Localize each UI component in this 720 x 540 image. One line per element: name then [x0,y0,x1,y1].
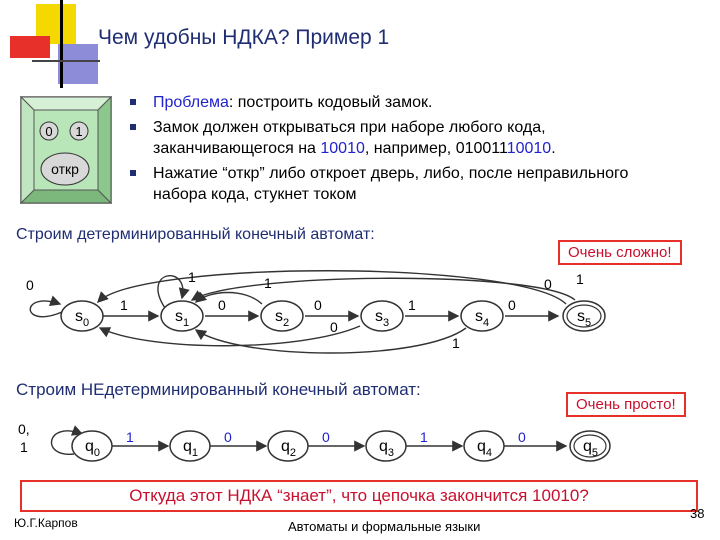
svg-text:1: 1 [452,335,460,351]
dfa-state-0: s0 [60,300,104,332]
svg-text:0: 0 [518,429,526,445]
dfa-state-2: s2 [260,300,304,332]
footer-author: Ю.Г.Карпов [14,516,78,530]
problem-label: Проблема [153,94,229,111]
dfa-diagram: 0 1 1 0 0 1 0 1 0 1 0 1 s0 s1 s2 s3 s4 s5 [26,269,606,354]
bullet-problem: Проблема: построить кодовый замок. [153,92,432,113]
dfa-note: Очень сложно! [558,240,682,265]
page-number: 38 [690,506,705,521]
nfa-heading: Строим НЕдетерминированный конечный авто… [16,380,421,399]
bullet-marker [130,99,136,105]
code-highlight-example: 10010 [506,140,552,157]
nfa-diagram: 0, 1 1 0 0 1 0 q0 q1 q2 q3 q4 q5 [18,421,611,462]
dfa-loop-s1 [157,275,190,309]
nfa-state-3: q3 [365,430,407,462]
svg-text:0: 0 [224,429,232,445]
dfa-state-4: s4 [460,300,504,332]
dfa-state-3: s3 [360,300,404,332]
nfa-state-5: q5 [569,430,611,462]
dfa-edge-50 [97,270,567,305]
footer-course: Автоматы и формальные языки [288,519,481,534]
problem-text: : построить кодовый замок. [228,94,433,111]
svg-text:1: 1 [576,271,584,287]
deco-blocks [0,0,100,90]
dfa-edge-30 [98,325,361,347]
svg-text:1: 1 [20,439,28,455]
dfa-edge-41 [194,327,467,354]
nfa-loop-q0 [50,425,84,455]
condition-line-1: Замок должен открываться при наборе любо… [153,119,546,136]
svg-text:0: 0 [218,297,226,313]
nfa-state-1: q1 [169,430,211,462]
nfa-state-2: q2 [267,430,309,462]
svg-text:1: 1 [408,297,416,313]
svg-text:1: 1 [120,297,128,313]
slide-title: Чем удобны НДКА? Пример 1 [98,26,390,49]
svg-text:1: 1 [188,269,196,285]
dfa-heading: Строим детерминированный конечный автома… [16,226,375,243]
condition-line-2: заканчивающегося на 10010, например, 010… [153,140,556,157]
svg-text:0: 0 [322,429,330,445]
svg-text:0: 0 [508,297,516,313]
lock-button-1: 1 [75,124,82,139]
svg-text:0: 0 [544,276,552,292]
dfa-edge-51 [190,277,576,301]
code-highlight: 10010 [320,140,365,157]
svg-text:1: 1 [264,275,272,291]
bullet-open-press: Нажатие “откр” либо откроет дверь, либо,… [153,163,628,205]
nfa-state-4: q4 [463,430,505,462]
svg-text:1: 1 [420,429,428,445]
bullet-lock-condition: Замок должен открываться при наборе любо… [153,117,556,159]
dfa-state-1: s1 [160,300,204,332]
bullet-marker [130,124,136,130]
lock-button-0: 0 [45,124,52,139]
question-box: Откуда этот НДКА “знает”, что цепочка за… [20,480,698,512]
svg-text:0: 0 [330,319,338,335]
svg-text:0: 0 [26,277,34,293]
nfa-state-0: q0 [71,430,113,462]
lock-open-button: откр [51,161,79,177]
svg-text:0: 0 [314,297,322,313]
press-line-2: набора кода, стукнет током [153,186,357,203]
dfa-state-5: s5 [562,300,606,332]
svg-text:0,: 0, [18,421,30,437]
press-line-1: Нажатие “откр” либо откроет дверь, либо,… [153,165,629,182]
bullet-marker [130,170,136,176]
svg-text:1: 1 [126,429,134,445]
nfa-note: Очень просто! [566,392,686,417]
lock-icon: 0 1 откр [20,96,112,204]
dfa-loop-s0 [29,295,63,318]
